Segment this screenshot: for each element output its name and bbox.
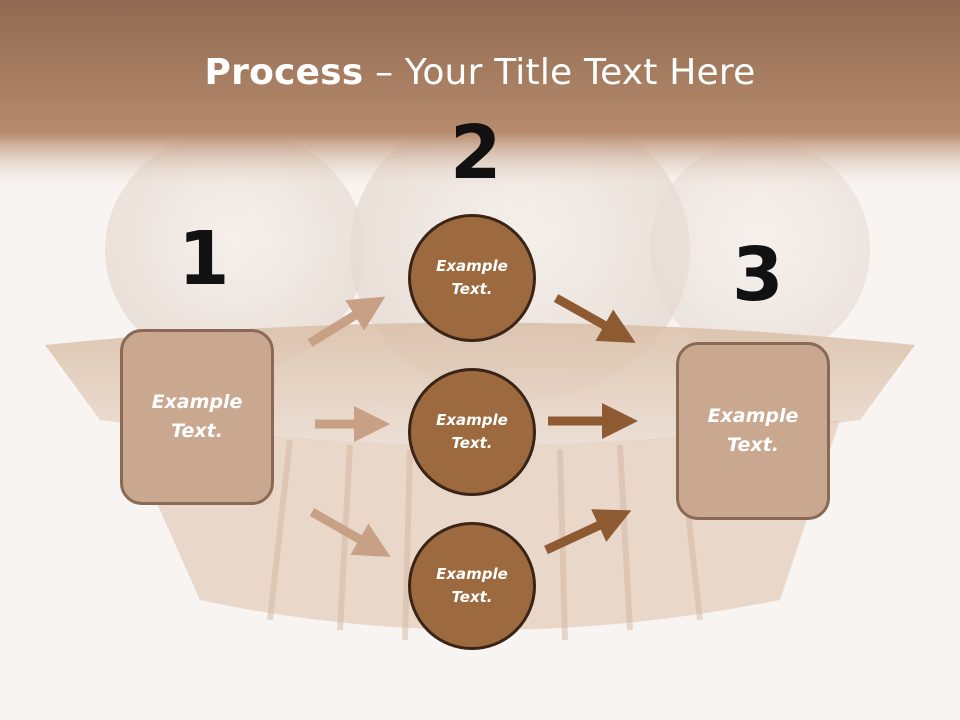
- step2-circle-middle: Example Text.: [408, 368, 536, 496]
- arrow-box1-to-circle1: [307, 296, 386, 347]
- step3-box: Example Text.: [676, 342, 830, 520]
- step3-box-text: Example Text.: [707, 405, 799, 456]
- circle-bottom-text: Example Text.: [436, 565, 508, 606]
- step-number-2: 2: [450, 110, 502, 196]
- circle-middle-text: Example Text.: [436, 411, 508, 452]
- arrow-box1-to-circle3: [309, 508, 391, 557]
- arrow-circle1-to-box3: [553, 294, 636, 343]
- step-number-1: 1: [178, 216, 230, 302]
- step-number-3: 3: [732, 232, 784, 318]
- slide-title-bold: Process: [204, 52, 364, 93]
- step1-box: Example Text.: [120, 329, 274, 505]
- step2-circle-bottom: Example Text.: [408, 522, 536, 650]
- slide-title-rest: – Your Title Text Here: [363, 52, 756, 93]
- circle-top-text: Example Text.: [436, 257, 508, 298]
- step2-circle-top: Example Text.: [408, 214, 536, 342]
- slide-title: Process – Your Title Text Here: [0, 52, 960, 93]
- step1-box-text: Example Text.: [151, 391, 243, 442]
- arrow-circle3-to-box3: [544, 509, 632, 555]
